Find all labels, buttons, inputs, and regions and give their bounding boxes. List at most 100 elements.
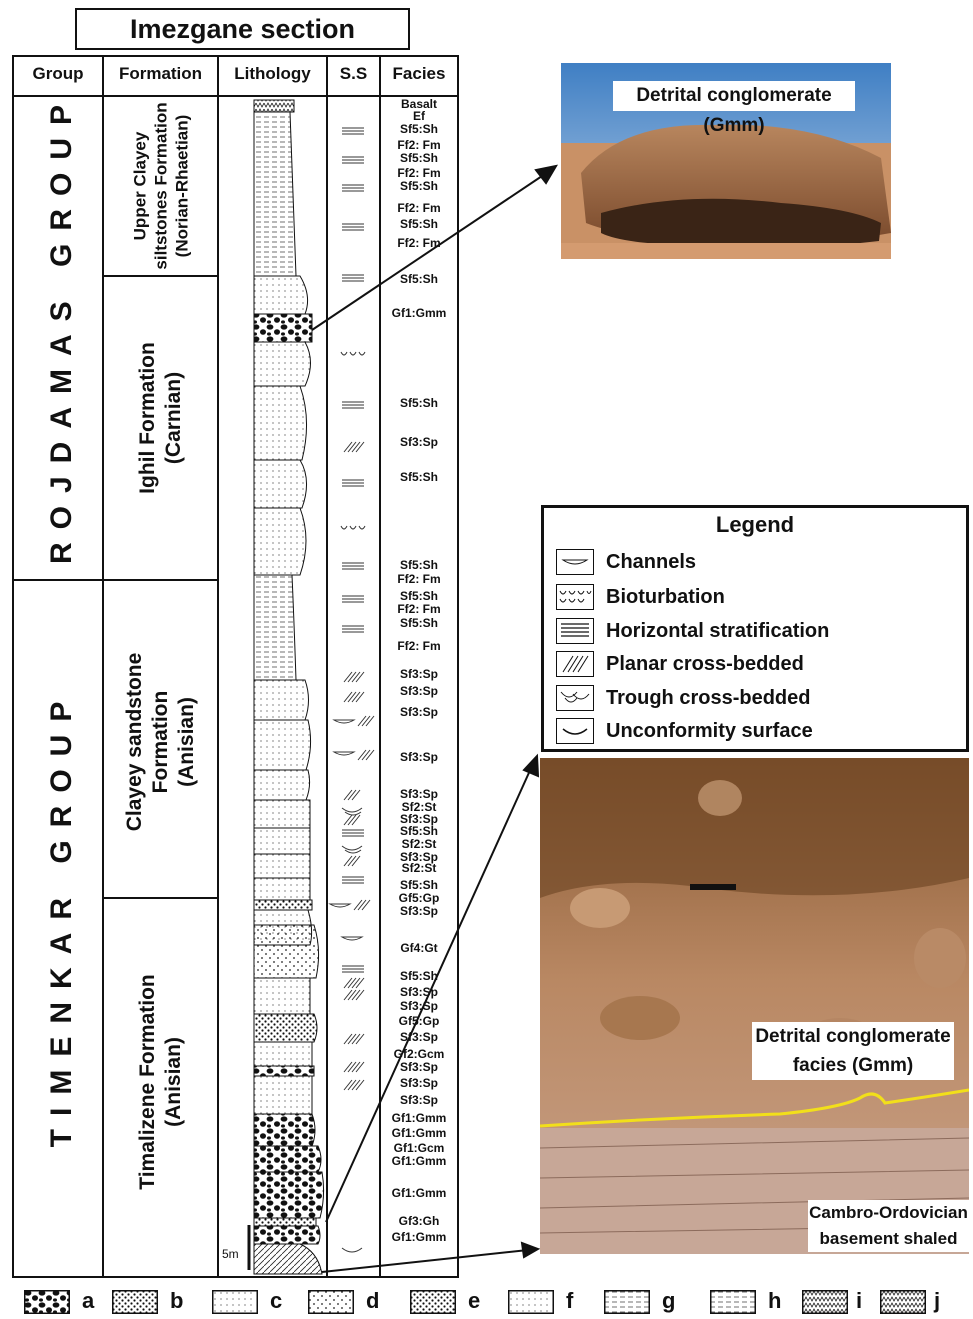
facies-label: Sf5:Sh: [380, 970, 458, 982]
facies-label: Gf2:Gcm: [380, 1048, 458, 1060]
scale-bar-label: 5m: [222, 1247, 239, 1261]
channel-symbol: [342, 937, 362, 940]
formation-header: Formation: [103, 64, 218, 84]
facies-label: Sf3:Sp: [380, 685, 458, 697]
facies-label: Sf5:Sh: [380, 152, 458, 164]
planar-cross-bedding-symbol: [344, 442, 364, 452]
facies-label: Ff2: Fm: [380, 573, 458, 585]
channel-symbol: [334, 720, 354, 723]
facies-label: Gf5:Gp: [380, 892, 458, 904]
horizontal-stratification-symbol: [342, 128, 364, 134]
channel-symbol: [330, 904, 350, 907]
conglomerate-photo-bottom: [540, 758, 969, 1254]
facies-label: Sf5:Sh: [380, 123, 458, 135]
sedimentary-structures: [330, 128, 374, 1252]
planar-cross-bedding-symbol: [344, 856, 360, 866]
facies-label: Sf5:Sh: [380, 471, 458, 483]
unconformity-symbol: [342, 1248, 362, 1252]
facies-label: Sf5:Sh: [380, 590, 458, 602]
timenkar-group-label: TIMENKAR GROUP: [45, 689, 79, 1148]
facies-label: Sf3:Sp: [380, 788, 458, 800]
formation-upper-clayey: Upper Clayey siltstones Formation (Noria…: [130, 102, 193, 269]
facies-label: Gf1:Gmm: [380, 307, 458, 319]
planar-cross-bedding-symbol: [344, 790, 360, 800]
horizontal-stratification-symbol: [342, 402, 364, 408]
trough-cross-bedding-symbol: [342, 846, 362, 853]
horizontal-stratification-symbol: [342, 626, 364, 632]
horizontal-stratification-symbol: [342, 185, 364, 191]
facies-label: Ff2: Fm: [380, 603, 458, 615]
facies-label: Sf3:Sp: [380, 706, 458, 718]
ss-header: S.S: [327, 64, 380, 84]
lithology-header: Lithology: [218, 64, 327, 84]
planar-cross-bedding-symbol: [358, 716, 374, 726]
horizontal-stratification-symbol: [342, 563, 364, 569]
facies-label: Sf3:Sp: [380, 751, 458, 763]
lithology-column: [249, 100, 324, 1274]
bottom-photo-caption: Detrital conglomerate facies (Gmm): [752, 1022, 954, 1080]
planar-cross-bedding-icon: [556, 651, 594, 677]
planar-cross-bedding-symbol: [344, 990, 364, 1000]
bioturbation-icon: [556, 584, 594, 610]
facies-label: Sf5:Sh: [380, 559, 458, 571]
horizontal-stratification-icon: [556, 618, 594, 644]
facies-label: Gf1:Gmm: [380, 1231, 458, 1243]
facies-label: Gf3:Gh: [380, 1215, 458, 1227]
bioturbation-symbol: [341, 526, 365, 529]
planar-cross-bedding-symbol: [358, 750, 374, 760]
facies-label: Sf3:Sp: [380, 668, 458, 680]
rojdamas-group-label: ROJDAMAS GROUP: [45, 92, 79, 564]
formation-timalizene: Timalizene Formation (Anisian): [135, 974, 187, 1190]
facies-label: Sf3:Sp: [380, 1094, 458, 1106]
facies-label: Sf3:Sp: [380, 1000, 458, 1012]
facies-label: Gf4:Gt: [380, 942, 458, 954]
group-header: Group: [13, 64, 103, 84]
legend-title: Legend: [544, 512, 966, 538]
outcrop-image: [540, 758, 969, 1254]
trough-cross-bedding-icon: [556, 685, 594, 711]
trough-cross-bedding-symbol: [342, 808, 362, 815]
facies-label: Sf3:Sp: [380, 1031, 458, 1043]
facies-label: Sf5:Sh: [380, 825, 458, 837]
facies-label: Sf5:Sh: [380, 879, 458, 891]
channel-symbol: [334, 752, 354, 755]
facies-label: Gf1:Gmm: [380, 1187, 458, 1199]
facies-label: Gf1:Gmm: [380, 1155, 458, 1167]
facies-label: Ff2: Fm: [380, 167, 458, 179]
planar-cross-bedding-symbol: [344, 1034, 364, 1044]
facies-label: Ff2: Fm: [380, 202, 458, 214]
facies-label: Gf1:Gmm: [380, 1112, 458, 1124]
facies-label: Ff2: Fm: [380, 139, 458, 151]
horizontal-stratification-symbol: [342, 480, 364, 486]
formation-ighil: Ighil Formation (Carnian): [135, 342, 187, 494]
facies-label: Sf5:Sh: [380, 617, 458, 629]
facies-label: Ef: [380, 110, 458, 122]
facies-label: Sf3:Sp: [380, 905, 458, 917]
legend-box: Legend Channels Bioturbation Horizontal …: [541, 505, 969, 752]
facies-label: Sf5:Sh: [380, 397, 458, 409]
facies-label: Ff2: Fm: [380, 237, 458, 249]
facies-header: Facies: [380, 64, 458, 84]
facies-label: Gf1:Gcm: [380, 1142, 458, 1154]
horizontal-stratification-symbol: [342, 275, 364, 281]
facies-label: Sf5:Sh: [380, 180, 458, 192]
top-photo-caption: Detrital conglomerate (Gmm): [613, 81, 855, 111]
basement-caption: Cambro-Ordovician basement shaled: [808, 1200, 969, 1252]
planar-cross-bedding-symbol: [344, 1062, 364, 1072]
horizontal-stratification-symbol: [342, 966, 364, 972]
facies-label: Sf5:Sh: [380, 273, 458, 285]
facies-label: Ff2: Fm: [380, 640, 458, 652]
facies-label: Sf3:Sp: [380, 1077, 458, 1089]
unconformity-icon: [556, 718, 594, 744]
horizontal-stratification-symbol: [342, 224, 364, 230]
bioturbation-symbol: [341, 352, 365, 355]
planar-cross-bedding-symbol: [344, 692, 364, 702]
planar-cross-bedding-symbol: [344, 815, 360, 825]
horizontal-stratification-symbol: [342, 830, 364, 836]
horizontal-stratification-symbol: [342, 877, 364, 883]
channel-icon: [556, 549, 594, 575]
planar-cross-bedding-symbol: [344, 1080, 364, 1090]
horizontal-stratification-symbol: [342, 596, 364, 602]
facies-label: Sf2:St: [380, 862, 458, 874]
facies-label: Sf5:Sh: [380, 218, 458, 230]
